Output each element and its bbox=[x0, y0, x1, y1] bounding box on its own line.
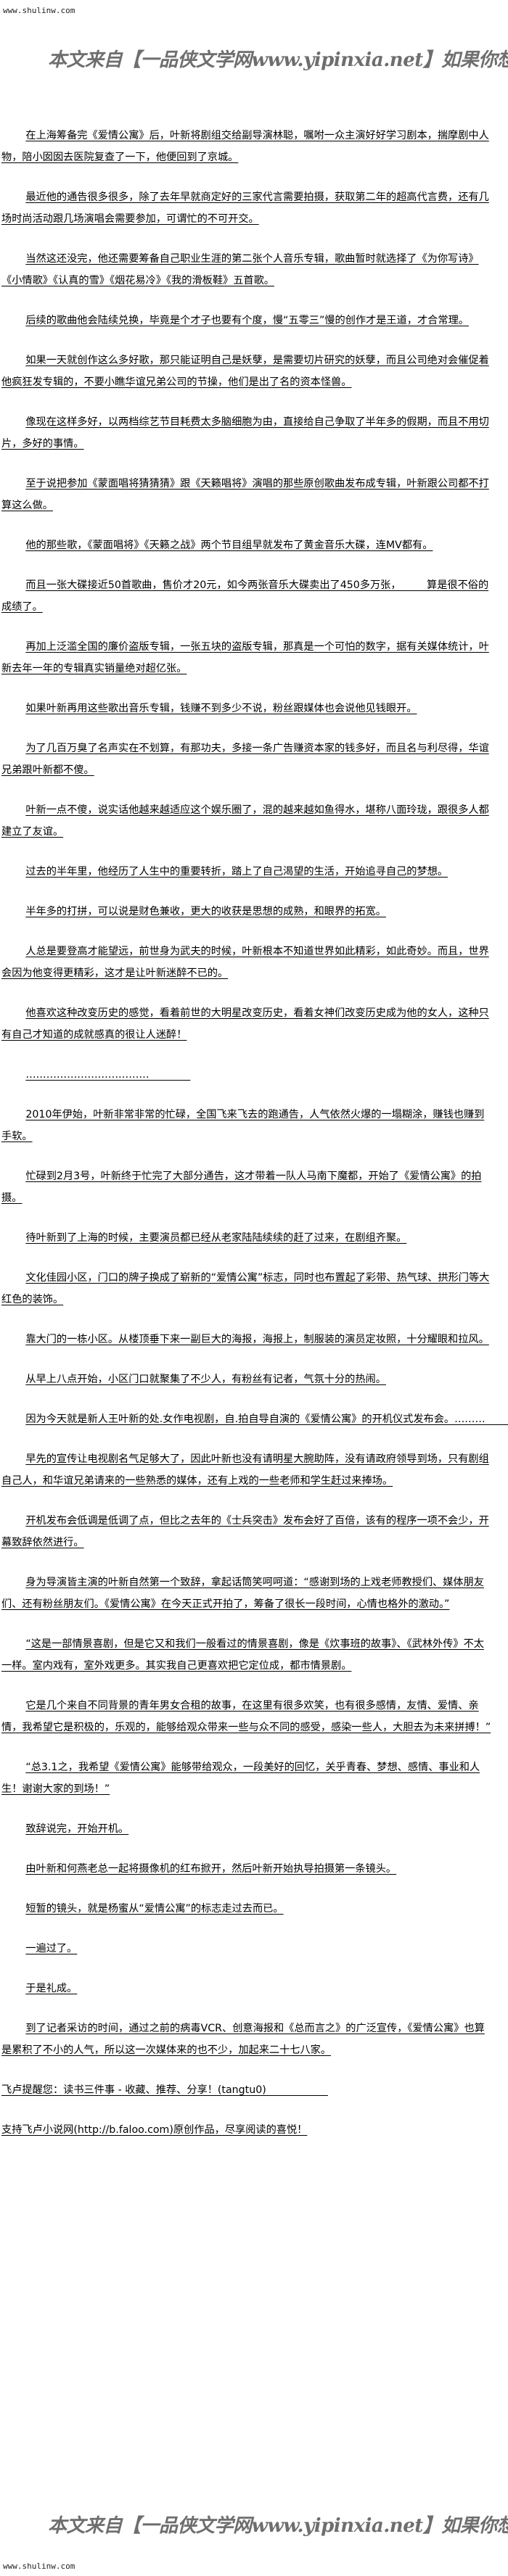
paragraph: “这是一部情景喜剧，但是它又和我们一般看过的情景喜剧，像是《炊事班的故事》、《武… bbox=[1, 1638, 484, 1672]
source-banner-top: 本文来自【一品侠文学网www.yipinxia.net】如果你想看完整版小说，请 bbox=[48, 49, 508, 71]
paragraph: 最近他的通告很多很多，除了去年早就商定好的三家代言需要拍摄，获取第二年的超高代言… bbox=[1, 191, 489, 225]
paragraph: 他喜欢这种改变历史的感觉，看着前世的大明星改变历史，看着女神们改变历史成为他的女… bbox=[1, 1007, 489, 1041]
paragraph: 待叶新到了上海的时候，主要演员都已经从老家陆陆续续的赶了过来，在剧组齐聚。 bbox=[25, 1232, 407, 1244]
paragraph: 在上海筹备完《爱情公寓》后，叶新将剧组交给副导演林聪，嘱咐一众主演好好学习剧本，… bbox=[1, 130, 489, 163]
paragraph: 靠大门的一栋小区。从楼顶垂下来一副巨大的海报，海报上，制服装的演员定妆照，十分耀… bbox=[25, 1334, 489, 1345]
paragraph: 再加上泛滥全国的廉价盗版专辑，一张五块的盗版专辑，那真是一个可怕的数字，据有关媒… bbox=[1, 641, 489, 674]
paragraph: 2010年伊始，叶新非常非常的忙碌，全国飞来飞去的跑通告，人气依然火爆的一塌糊涂… bbox=[1, 1109, 485, 1142]
site-url-header: www.shulinw.com bbox=[3, 6, 75, 15]
paragraph: 开机发布会低调是低调了点，但比之去年的《士兵突击》发布会好了百倍，该有的程序一项… bbox=[1, 1515, 489, 1548]
chapter-text: 在上海筹备完《爱情公寓》后，叶新将剧组交给副导演林聪，嘱咐一众主演好好学习剧本，… bbox=[1, 125, 492, 2159]
paragraph: 一遍过了。 bbox=[25, 1943, 78, 1954]
paragraph: 由叶新和何燕老总一起将摄像机的红布掀开，然后叶新开始执导拍摄第一条镜头。 bbox=[25, 1863, 397, 1875]
site-url-footer: www.shulinw.com bbox=[3, 2561, 75, 2571]
footer-note: 支持飞卢小说网(http://b.faloo.com)原创作品，尽享阅读的喜悦！ bbox=[1, 2124, 308, 2136]
source-banner-bottom: 本文来自【一品侠文学网www.yipinxia.net】如果你想看完整版小说，请 bbox=[48, 2515, 508, 2537]
paragraph: 过去的半年里，他经历了人生中的重要转折，踏上了自己渴望的生活，开始追寻自己的梦想… bbox=[25, 866, 448, 878]
paragraph: 他的那些歌，《蒙面唱将》《天籁之战》两个节目组早就发布了黄金音乐大碟，连MV都有… bbox=[25, 540, 433, 551]
paragraph: 如果一天就创作这么多好歌，那只能证明自己是妖孽，是需要切片研究的妖孽，而且公司绝… bbox=[1, 355, 489, 388]
footer-note: 飞卢提醒您：读书三件事 - 收藏、推荐、分享！(tangtu0) bbox=[1, 2084, 328, 2096]
paragraph: 从早上八点开始，小区门口就聚集了不少人，有粉丝有记者，气氛十分的热闹。 bbox=[25, 1374, 386, 1385]
paragraph: 当然这还没完，他还需要筹备自己职业生涯的第二张个人音乐专辑，歌曲暂时就选择了《为… bbox=[1, 253, 479, 286]
paragraph: 人总是要登高才能望远，前世身为武夫的时候，叶新根本不知道世界如此精彩，如此奇妙。… bbox=[1, 946, 489, 979]
paragraph: ……………………………… bbox=[25, 1069, 191, 1081]
paragraph: 如果叶新再用这些歌出音乐专辑，钱赚不到多少不说，粉丝跟媒体也会说他见钱眼开。 bbox=[25, 703, 417, 714]
paragraph: 为了几百万臭了名声实在不划算，有那功夫，多接一条广告赚资本家的钱多好，而且名与利… bbox=[1, 743, 489, 776]
paragraph: 致辞说完，开始开机。 bbox=[25, 1823, 129, 1835]
paragraph: 叶新一点不傻，说实话他越来越适应这个娱乐圈了，混的越来越如鱼得水，堪称八面玲珑，… bbox=[1, 804, 489, 838]
paragraph: 早先的宣传让电视剧名气足够大了，因此叶新也没有请明星大腕助阵，没有请政府领导到场… bbox=[1, 1453, 489, 1487]
paragraph: 身为导演皆主演的叶新自然第一个致辞，拿起话筒笑呵呵道：“感谢到场的上戏老师教授们… bbox=[1, 1577, 484, 1610]
paragraph: 因为今天就是新人王叶新的处.女作电视剧，自.拍自导自演的《爱情公寓》的开机仪式发… bbox=[25, 1413, 486, 1425]
paragraph: 而且一张大碟接近50首歌曲，售价才20元，如今两张音乐大碟卖出了450多万张， … bbox=[1, 579, 489, 613]
paragraph: 它是几个来自不同背景的青年男女合租的故事，在这里有很多欢笑，也有很多感情，友情、… bbox=[1, 1700, 491, 1733]
paragraph: 忙碌到2月3号，叶新终于忙完了大部分通告，这才带着一队人马南下魔都，开始了《爱情… bbox=[1, 1171, 482, 1204]
paragraph: 像现在这样多好，以两档综艺节目耗费太多脑细胞为由，直接给自己争取了半年多的假期，… bbox=[1, 416, 489, 450]
paragraph: 后续的歌曲他会陆续兑换，毕竟是个才子也要有个度，慢“五零三”慢的创作才是王道，才… bbox=[25, 315, 469, 326]
paragraph: 至于说把参加《蒙面唱将猜猜猜》跟《天籁唱将》演唱的那些原创歌曲发布成专辑，叶新跟… bbox=[1, 478, 489, 511]
paragraph: 于是礼成。 bbox=[25, 1983, 78, 1994]
paragraph: 文化佳园小区，门口的牌子换成了崭新的“爱情公寓”标志，同时也布置起了彩带、热气球… bbox=[1, 1272, 490, 1305]
paragraph: “总3.1之，我希望《爱情公寓》能够带给观众，一段美好的回忆，关乎青春、梦想、感… bbox=[1, 1762, 480, 1795]
paragraph: 半年多的打拼，可以说是财色兼收，更大的收获是思想的成熟，和眼界的拓宽。 bbox=[25, 906, 386, 917]
paragraph: 到了记者采访的时间，通过之前的病毒VCR、创意海报和《总而言之》的广泛宣传，《爱… bbox=[1, 2023, 485, 2056]
paragraph: 短暂的镜头，就是杨蜜从“爱情公寓”的标志走过去而已。 bbox=[25, 1903, 284, 1915]
